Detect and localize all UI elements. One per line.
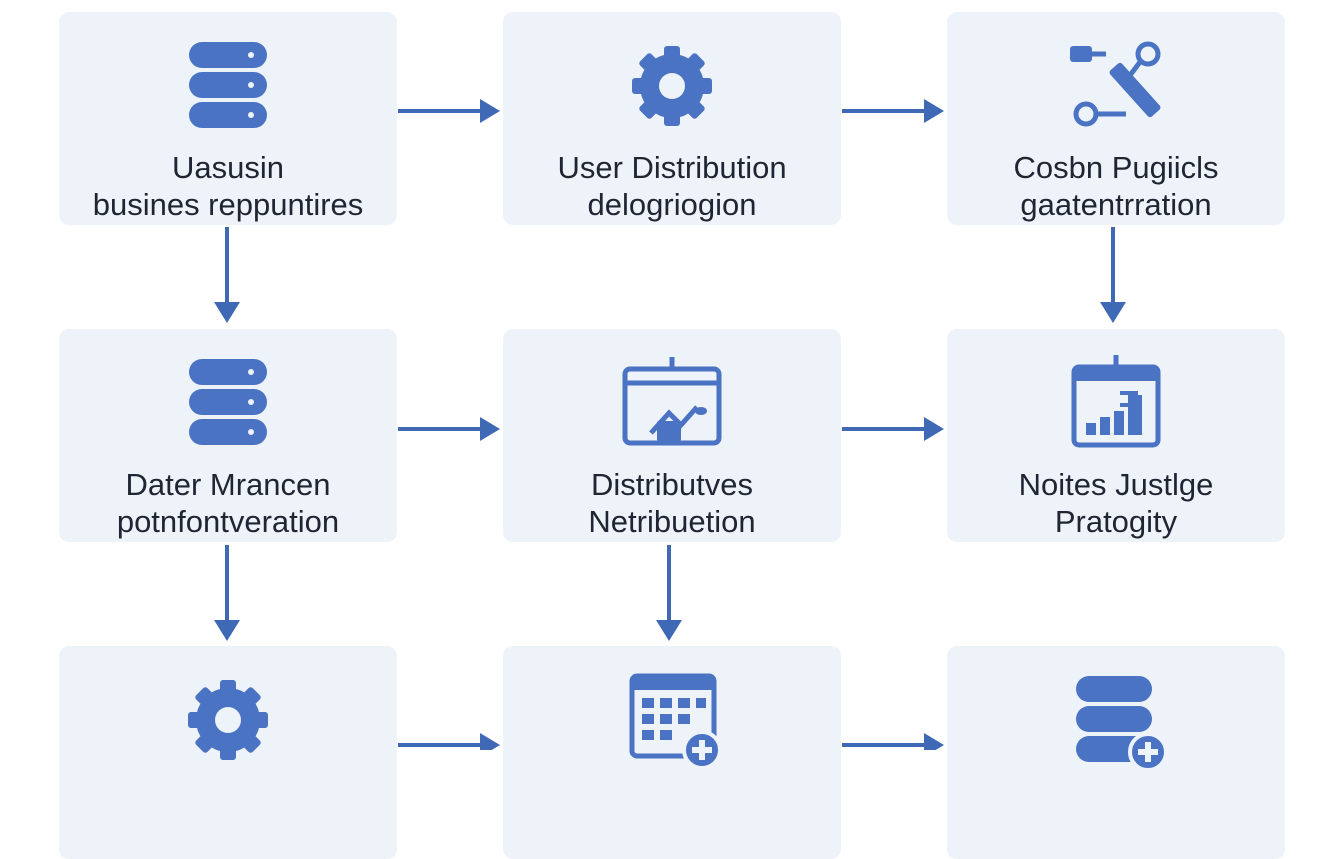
node-1-title: Uasusin bbox=[172, 150, 284, 185]
node-2-title: User Distribution bbox=[557, 150, 787, 185]
node-4: Dater Mrancen potnfontveration bbox=[59, 329, 397, 542]
node-3: Cosbn Pugiicls gaatentrration bbox=[947, 12, 1285, 225]
node-2: User Distribution delogriogion bbox=[503, 12, 841, 225]
node-4-subtitle: potnfontveration bbox=[116, 504, 340, 539]
arrow-7-8 bbox=[398, 733, 500, 750]
node-3-subtitle: gaatentrration bbox=[1020, 187, 1212, 222]
arrow-5-6 bbox=[842, 417, 944, 441]
connector-icon bbox=[1066, 34, 1166, 139]
node-3-title: Cosbn Pugiicls bbox=[1013, 150, 1219, 185]
node-4-title: Dater Mrancen bbox=[125, 467, 331, 502]
node-6-subtitle: Pratogity bbox=[1054, 504, 1178, 539]
arrow-1-2 bbox=[398, 99, 500, 123]
database-icon bbox=[183, 351, 273, 456]
node-1-subtitle: busines reppuntires bbox=[92, 187, 364, 222]
node-5-subtitle: Netribuetion bbox=[588, 504, 756, 539]
gear-icon bbox=[622, 34, 722, 139]
browser-chart-icon bbox=[617, 351, 727, 456]
arrow-4-7 bbox=[214, 545, 240, 641]
arrow-2-3 bbox=[842, 99, 944, 123]
node-6-title: Noites Justlge bbox=[1018, 467, 1214, 502]
node-5-title: Distributves bbox=[591, 467, 753, 502]
calendar-chart-icon bbox=[1066, 351, 1166, 456]
arrow-8-9 bbox=[842, 733, 944, 750]
node-5: Distributves Netribuetion bbox=[503, 329, 841, 542]
arrow-4-5 bbox=[398, 417, 500, 441]
arrow-3-6 bbox=[1100, 227, 1126, 323]
database-icon bbox=[183, 34, 273, 139]
arrow-5-8 bbox=[656, 545, 682, 641]
node-2-subtitle: delogriogion bbox=[587, 187, 757, 222]
arrow-1-4 bbox=[214, 227, 240, 323]
flow-arrows bbox=[214, 99, 1126, 750]
node-6: Noites Justlge Pratogity bbox=[947, 329, 1285, 542]
node-1: Uasusin busines reppuntires bbox=[59, 12, 397, 225]
gear-icon bbox=[178, 668, 278, 773]
